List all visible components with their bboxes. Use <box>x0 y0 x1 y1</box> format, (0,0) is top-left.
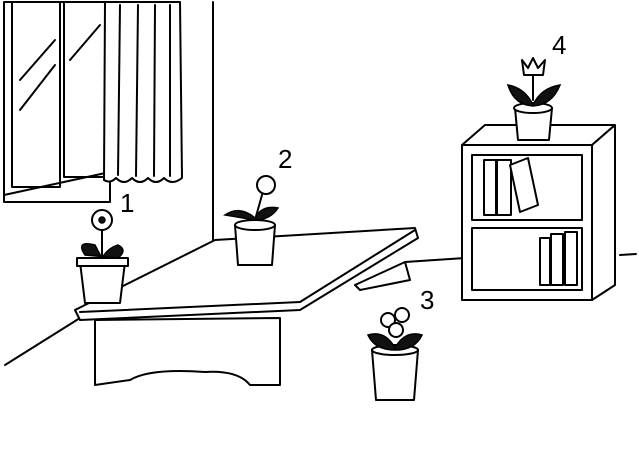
bookshelf <box>461 124 616 301</box>
baseboard-right <box>404 253 637 263</box>
potted-plant-2 <box>223 175 280 266</box>
window <box>3 1 111 203</box>
plant-label-2: 2 <box>278 144 293 174</box>
curtain <box>103 1 183 183</box>
potted-plant-1 <box>76 209 129 304</box>
low-table <box>74 227 419 386</box>
plant-label-1: 1 <box>120 188 135 218</box>
potted-plant-4 <box>506 57 562 141</box>
baseboard-left <box>4 317 81 366</box>
potted-plant-3 <box>366 307 424 401</box>
plant-label-4: 4 <box>552 30 567 60</box>
plant-label-3: 3 <box>420 285 435 315</box>
